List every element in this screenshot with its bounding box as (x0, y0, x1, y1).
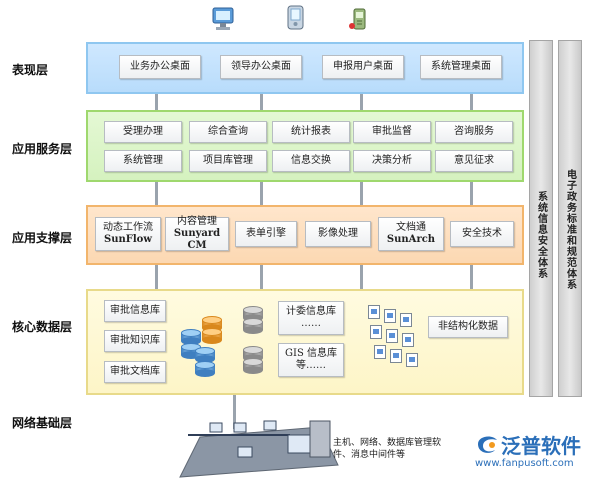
database-icon (243, 318, 263, 334)
brand-url: www.fanpusoft.com (475, 458, 574, 469)
connector (360, 265, 363, 289)
sunflow-workflow-box: 动态工作流 SunFlow (95, 217, 161, 251)
database-icon (195, 347, 215, 363)
standards-system-bar: 电子政务标准和规范体系 (558, 40, 582, 397)
document-thumbnail-icon (384, 309, 396, 323)
connector (260, 265, 263, 289)
network-description-text: 主机、网络、数据库管理软件、消息中间件等 (333, 438, 442, 460)
planning-info-db-box: 计委信息库 …… (278, 301, 344, 335)
connector (233, 395, 236, 429)
statistics-report-box: 统计报表 (272, 121, 350, 143)
fanpusoft-brand: 泛普软件 www.fanpusoft.com (475, 430, 593, 474)
brand-name: 泛普软件 (501, 434, 581, 458)
fanpusoft-logo-icon (478, 436, 497, 453)
content-mgmt-cn-label: 内容管理 (177, 216, 217, 227)
system-management-box: 系统管理 (104, 150, 182, 172)
approval-info-db-box: 审批信息库 (104, 300, 166, 322)
image-processing-box: 影像处理 (305, 221, 371, 247)
approval-document-db-box: 审批文档库 (104, 361, 166, 383)
document-thumbnail-icon (368, 305, 380, 319)
connector (470, 94, 473, 110)
document-en-label: SunArch (386, 234, 436, 245)
connector (260, 182, 263, 205)
presentation-layer-band: 业务办公桌面 领导办公桌面 申报用户桌面 系统管理桌面 (86, 42, 524, 94)
opinion-solicitation-box: 意见征求 (435, 150, 513, 172)
document-thumbnail-icon (406, 353, 418, 367)
document-cn-label: 文档通 (396, 222, 426, 233)
application-services-layer-band: 受理办理 综合查询 统计报表 审批监督 咨询服务 系统管理 项目库管理 信息交换… (86, 110, 524, 182)
workflow-en-label: SunFlow (104, 234, 152, 245)
database-icon (181, 329, 201, 345)
planning-db-line1: 计委信息库 (286, 306, 336, 317)
gis-info-db-box: GIS 信息库 等…… (278, 343, 344, 377)
application-support-layer-band: 动态工作流 SunFlow 内容管理 Sunyard CM 表单引擎 影像处理 … (86, 205, 524, 265)
security-technology-box: 安全技术 (450, 221, 514, 247)
information-exchange-box: 信息交换 (272, 150, 350, 172)
security-system-label: 系统信息安全体系 (535, 191, 547, 279)
consulting-service-box: 咨询服务 (435, 121, 513, 143)
standards-system-label: 电子政务标准和规范体系 (564, 169, 576, 290)
workflow-cn-label: 动态工作流 (103, 222, 153, 233)
pda-icon (287, 5, 304, 30)
connector (360, 182, 363, 205)
content-mgmt-en-label: Sunyard CM (173, 228, 221, 251)
connector (155, 182, 158, 205)
network-infrastructure-illustration (179, 420, 339, 478)
mobile-phone-icon (349, 8, 366, 30)
network-layer-label: 网络基础层 (12, 416, 73, 430)
applicant-desktop-box: 申报用户桌面 (322, 55, 404, 79)
sunarch-document-box: 文档通 SunArch (378, 217, 444, 251)
connector (360, 94, 363, 110)
document-thumbnail-icon (374, 345, 386, 359)
business-office-desktop-box: 业务办公桌面 (119, 55, 201, 79)
document-thumbnail-icon (402, 333, 414, 347)
gis-db-line1: GIS 信息库 (285, 348, 337, 359)
database-icon (195, 361, 215, 377)
application-services-layer-label: 应用服务层 (12, 142, 73, 156)
approval-supervision-box: 审批监督 (353, 121, 431, 143)
gis-db-line2: 等…… (296, 360, 326, 371)
leader-office-desktop-box: 领导办公桌面 (220, 55, 302, 79)
document-thumbnail-icon (390, 349, 402, 363)
presentation-layer-label: 表现层 (12, 63, 49, 77)
document-thumbnail-icon (386, 329, 398, 343)
document-thumbnail-icon (400, 313, 412, 327)
connector (470, 265, 473, 289)
core-data-layer-band: 审批信息库 审批知识库 审批文档库 计委信息库 …… GIS 信息库 等…… 非… (86, 289, 524, 395)
project-library-management-box: 项目库管理 (189, 150, 267, 172)
security-system-bar: 系统信息安全体系 (529, 40, 553, 397)
approval-knowledge-db-box: 审批知识库 (104, 330, 166, 352)
integrated-query-box: 综合查询 (189, 121, 267, 143)
database-icon (243, 358, 263, 374)
document-thumbnail-icon (370, 325, 382, 339)
decision-analysis-box: 决策分析 (353, 150, 431, 172)
connector (260, 94, 263, 110)
acceptance-handling-box: 受理办理 (104, 121, 182, 143)
database-icon (202, 328, 222, 344)
sunyard-cm-box: 内容管理 Sunyard CM (165, 216, 229, 251)
form-engine-box: 表单引擎 (235, 221, 297, 247)
core-data-layer-label: 核心数据层 (12, 320, 73, 334)
connector (155, 265, 158, 289)
computer-icon (212, 7, 234, 30)
connector (470, 182, 473, 205)
planning-db-line2: …… (301, 318, 321, 329)
system-admin-desktop-box: 系统管理桌面 (420, 55, 502, 79)
connector (155, 94, 158, 110)
application-support-layer-label: 应用支撑层 (12, 231, 73, 245)
unstructured-data-box: 非结构化数据 (428, 316, 508, 338)
